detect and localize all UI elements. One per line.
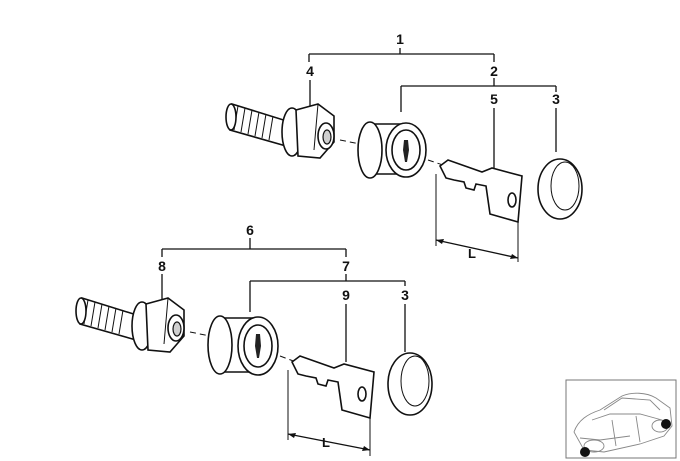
lock-cylinder-icon [207, 315, 279, 376]
wheel-marker [661, 419, 671, 429]
wheel-bolt-icon [225, 102, 335, 159]
dimension-label-L: L [322, 435, 330, 450]
wheel-bolt-icon [75, 296, 185, 353]
callout-4: 4 [306, 63, 314, 79]
callout-3-bottom: 3 [401, 287, 409, 303]
dimension-label-L: L [468, 246, 476, 261]
axis-line [339, 139, 361, 145]
top-callout-lines [308, 48, 557, 168]
wheel-marker [580, 447, 590, 457]
callout-6: 6 [246, 222, 254, 238]
callout-7: 7 [342, 258, 350, 274]
top-assembly: 1 4 2 5 3 [225, 31, 583, 262]
cap-icon [537, 158, 583, 220]
dimension-L-bottom: L [287, 370, 371, 456]
lock-cylinder-icon [357, 121, 427, 179]
bottom-assembly: 6 8 7 9 3 [75, 222, 433, 456]
bottom-callout-lines [161, 238, 406, 362]
key-icon [438, 159, 523, 224]
callout-1: 1 [396, 31, 404, 47]
callout-5: 5 [490, 91, 498, 107]
callout-8: 8 [158, 258, 166, 274]
axis-line [189, 331, 211, 337]
callout-3-top: 3 [552, 91, 560, 107]
car-thumbnail-icon [565, 379, 677, 459]
cap-icon [387, 352, 433, 416]
callout-9: 9 [342, 287, 350, 303]
dimension-L-top: L [435, 174, 519, 262]
key-icon [290, 355, 375, 420]
callout-2: 2 [490, 63, 498, 79]
